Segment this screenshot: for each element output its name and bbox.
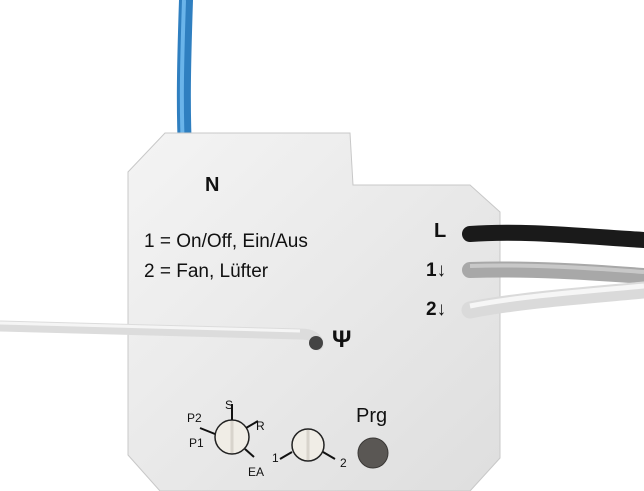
legend-line-1: 1 = On/Off, Ein/Aus — [144, 231, 308, 252]
gray-output-1-wire — [462, 261, 644, 284]
dial-label-ea: EA — [248, 465, 265, 479]
dial-label-1: 1 — [272, 451, 279, 465]
dial-label-r: R — [256, 419, 265, 433]
white-output-2-wire — [461, 281, 644, 319]
terminal-1-label: 1↓ — [426, 260, 447, 281]
terminal-2-label: 2↓ — [426, 299, 447, 320]
program-button[interactable] — [357, 437, 389, 469]
antenna-icon: Ψ — [332, 326, 352, 353]
dial-label-p1: P1 — [189, 436, 204, 450]
legend-line-2: 2 = Fan, Lüfter — [144, 261, 269, 282]
dial-label-s: S — [225, 398, 234, 412]
device-housing — [127, 132, 501, 491]
terminal-L-label: L — [434, 220, 447, 242]
dial-label-p2: P2 — [187, 411, 202, 425]
program-label: Prg — [356, 405, 388, 427]
dial-label-2: 2 — [340, 456, 347, 470]
neutral-label: N — [205, 174, 220, 196]
black-L-wire — [462, 224, 644, 248]
